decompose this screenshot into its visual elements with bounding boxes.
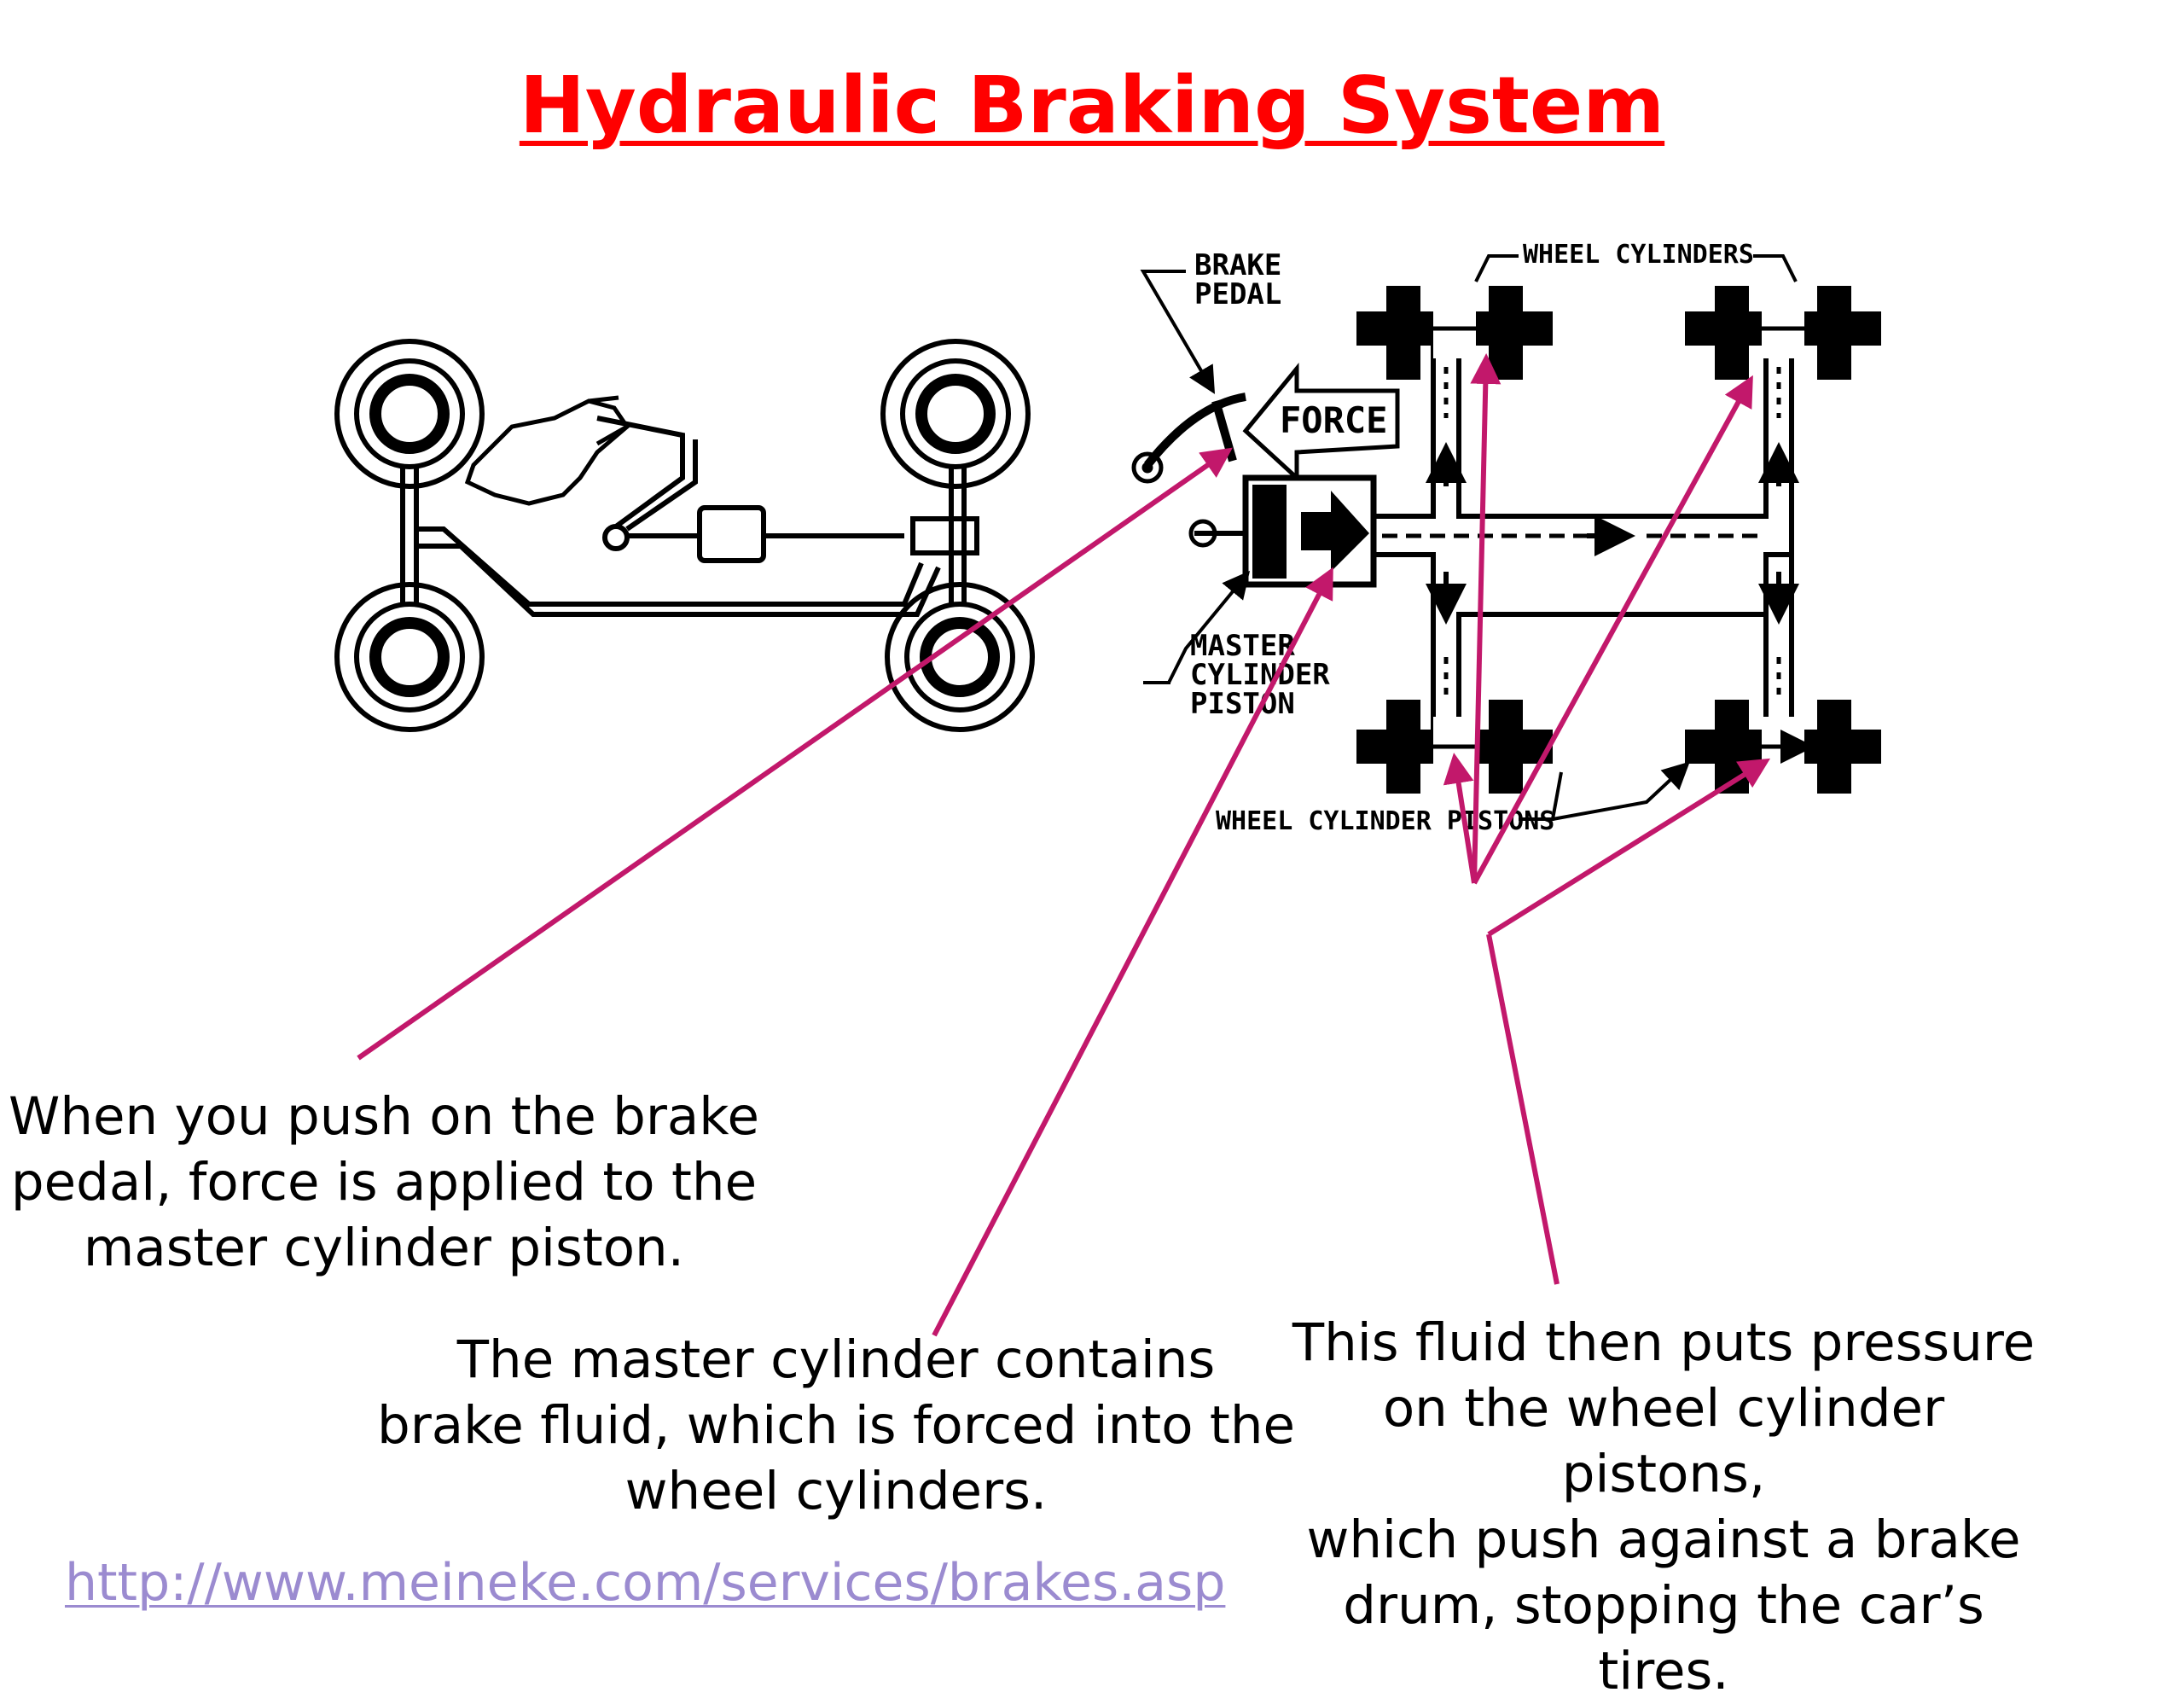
callout-fluid-bottom-left (1443, 753, 1477, 884)
label-force: FORCE (1280, 399, 1387, 441)
callout-fluid-top-left (1470, 353, 1502, 884)
pedal-lever (596, 416, 685, 529)
car-chassis-drawing (334, 339, 1035, 732)
right-axle (949, 465, 967, 606)
label-master-3: PISTON (1190, 687, 1295, 721)
label-brake-pedal-2: PEDAL (1194, 277, 1281, 311)
label-wheel-cylinder-pistons: WHEEL CYLINDER PISTONS (1216, 806, 1554, 836)
force-arrow (1242, 363, 1400, 483)
master-cylinder-box (697, 505, 766, 563)
label-master-2: CYLINDER (1190, 658, 1330, 692)
caption-brake-pedal: When you push on the brake pedal, force … (9, 1086, 759, 1278)
callout-master-line (932, 567, 1333, 1337)
callout-fluid-bottom-right (1487, 758, 1771, 937)
wheel-cylinder-top-left (1356, 286, 1553, 380)
left-axle (400, 465, 419, 606)
wheel-rear-right (885, 582, 1035, 732)
source-link[interactable]: http://www.meineke.com/services/brakes.a… (65, 1553, 1226, 1613)
caption-wheel-cylinders: This fluid then puts pressure on the whe… (1292, 1312, 2036, 1701)
callout-lines (357, 353, 1771, 1337)
callout-fluid-top-right (1472, 375, 1753, 885)
foot-shoe (464, 398, 630, 506)
junction-box (910, 516, 979, 555)
brake-pedal-leader (1140, 270, 1216, 394)
master-piston (1252, 485, 1287, 579)
braking-system-diagram: BRAKE PEDAL FORCE WHEEL CYLINDERS MASTER… (334, 240, 1881, 1337)
callout-pedal-line (357, 447, 1233, 1061)
brake-line-lower-2 (416, 544, 941, 617)
callout-fluid-stem (1486, 933, 1560, 1285)
wheel-front-left (334, 339, 485, 489)
page-title: Hydraulic Braking System (519, 60, 1665, 151)
wheel-rear-left (334, 582, 485, 732)
wheel-front-right (880, 339, 1031, 489)
brake-pedal-arc (1144, 393, 1246, 468)
label-brake-pedal-1: BRAKE (1194, 248, 1281, 282)
label-master-1: MASTER (1190, 629, 1295, 663)
label-wheel-cylinders: WHEEL CYLINDERS (1523, 240, 1754, 270)
caption-master-cylinder: The master cylinder contains brake fluid… (376, 1329, 1296, 1521)
wheel-cylinder-top-right (1685, 286, 1881, 380)
brake-line-lower (416, 526, 924, 607)
